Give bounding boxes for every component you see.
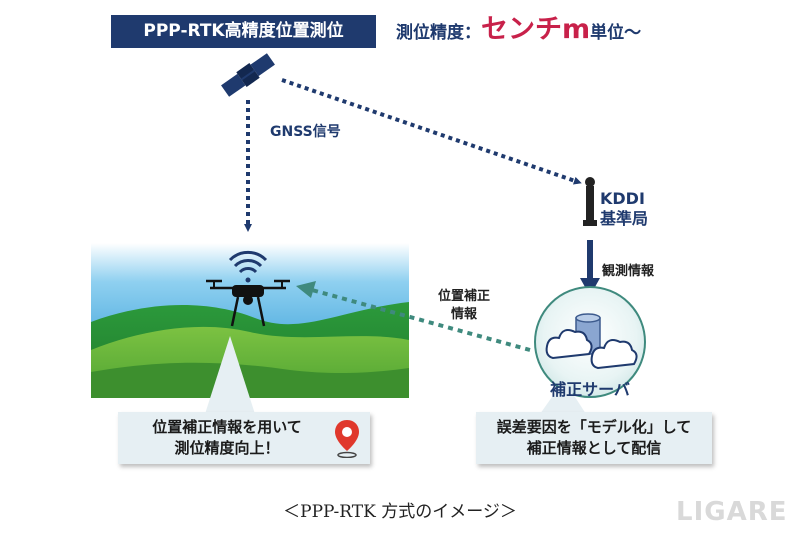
accuracy-value: センチm: [481, 14, 591, 45]
correction-info-line2: 情報: [450, 307, 477, 322]
antenna-icon: [583, 177, 597, 226]
landscape-panel: [91, 243, 409, 398]
server-cloud-icon: [534, 286, 646, 398]
satellite-icon: [221, 53, 275, 97]
callout-right-text: 誤差要因を「モデル化」して 補正情報として配信: [476, 417, 712, 459]
accuracy-heading: 測位精度：センチm単位〜: [396, 10, 641, 50]
callout-left-line1: 位置補正情報を用いて: [152, 418, 302, 436]
figure-caption: ＜PPP-RTK 方式のイメージ＞: [283, 502, 517, 522]
station-label: KDDI 基準局: [600, 189, 648, 229]
title-banner: PPP-RTK高精度位置測位: [111, 15, 376, 48]
location-pin-icon: [335, 420, 359, 458]
gnss-signal-label: GNSS信号: [270, 124, 341, 140]
station-label-line2: 基準局: [600, 209, 649, 228]
drone-icon: [206, 279, 290, 327]
accuracy-label: 測位精度：: [396, 23, 481, 43]
correction-info-line1: 位置補正: [437, 289, 490, 304]
server-label: 補正サーバ: [0, 376, 800, 400]
callout-left-tail: [205, 336, 255, 414]
callout-left-line2: 測位精度向上！: [174, 439, 280, 457]
callout-right-line1: 誤差要因を「モデル化」して: [496, 418, 692, 436]
title-text: PPP-RTK高精度位置測位: [143, 21, 344, 41]
station-label-line1: KDDI: [600, 189, 645, 208]
watermark-logo: LIGARE: [676, 497, 788, 527]
callout-right: 誤差要因を「モデル化」して 補正情報として配信: [476, 412, 712, 464]
observation-info-label: 観測情報: [602, 264, 655, 279]
correction-info-label: 位置補正 情報: [424, 288, 504, 324]
callout-left: 位置補正情報を用いて 測位精度向上！: [118, 412, 370, 464]
callout-right-line2: 補正情報として配信: [526, 439, 662, 457]
wifi-signal-icon: [228, 250, 268, 283]
callout-left-text: 位置補正情報を用いて 測位精度向上！: [128, 417, 326, 459]
callout-right-tail: [540, 380, 586, 414]
accuracy-unit: 単位〜: [590, 23, 642, 43]
correction-arrow: [296, 281, 531, 352]
server-label-text: 補正サーバ: [550, 380, 630, 399]
